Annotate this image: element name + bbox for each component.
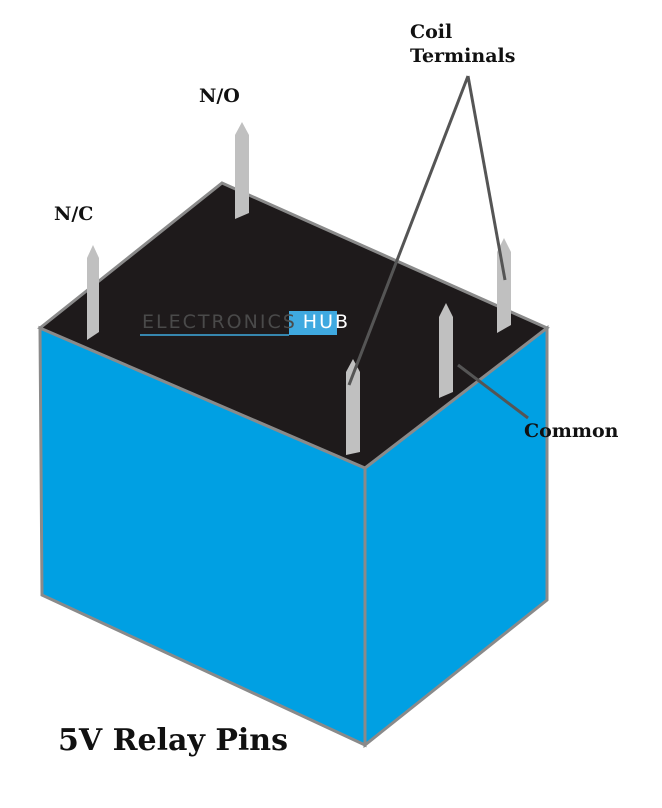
nc-label: N/C <box>54 203 94 225</box>
coil-pointer-back <box>466 75 507 281</box>
common-pointer <box>457 363 529 420</box>
watermark-badge <box>289 311 337 335</box>
no-pin <box>235 122 249 219</box>
watermark-right-text: HUB <box>302 311 351 333</box>
nc-pin <box>87 245 99 340</box>
common-label: Common <box>524 420 619 442</box>
common-pin <box>439 303 453 398</box>
coil-label-line1: Coil <box>410 21 453 43</box>
no-label: N/O <box>199 85 240 107</box>
diagram-title: 5V Relay Pins <box>58 723 288 758</box>
coil-pointer-front <box>347 75 470 386</box>
coil-terminals-label: Coil Terminals <box>410 20 515 68</box>
coil-label-line2: Terminals <box>410 45 516 67</box>
watermark-left-text: ELECTRONICS <box>142 311 297 333</box>
